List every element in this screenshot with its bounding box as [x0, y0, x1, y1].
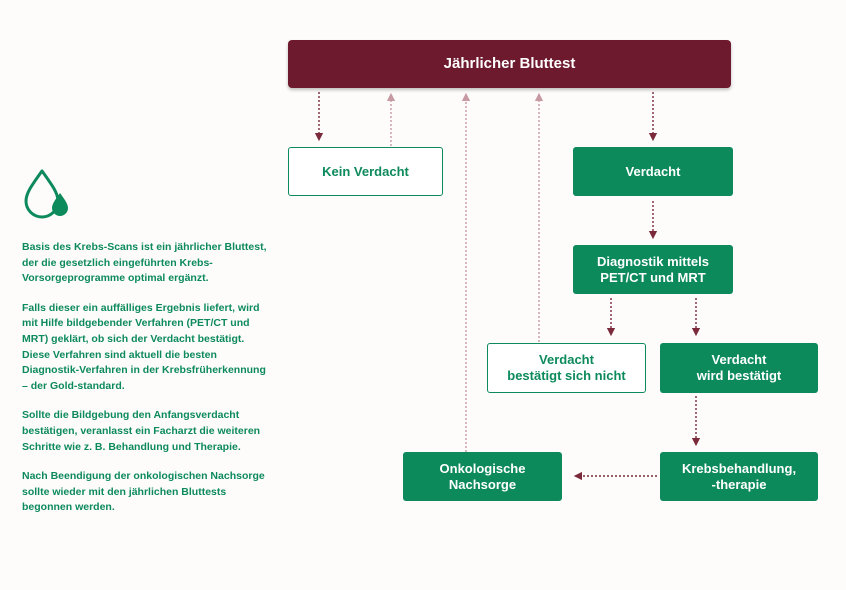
- suspicion-label: Verdacht: [625, 163, 681, 179]
- suspicion-confirmed-box: Verdacht wird bestätigt: [660, 343, 818, 393]
- aftercare-label-line2: Nachsorge: [448, 476, 517, 492]
- confirmed-label-line2: wird bestätigt: [696, 368, 782, 383]
- suspicion-not-confirmed-box: Verdacht bestätigt sich nicht: [487, 343, 646, 393]
- diagnostics-box: Diagnostik mittels PET/CT und MRT: [573, 245, 733, 294]
- not-confirmed-label-line2: bestätigt sich nicht: [507, 368, 626, 383]
- annual-blood-test-label: Jährlicher Bluttest: [443, 55, 576, 72]
- confirmed-label-line1: Verdacht: [711, 352, 767, 367]
- aftercare-label-line1: Onkologische: [439, 460, 526, 476]
- annual-blood-test-box: Jährlicher Bluttest: [288, 40, 731, 88]
- description-paragraph: Basis des Krebs-Scans ist ein jährlicher…: [22, 241, 267, 285]
- treatment-label-line1: Krebsbehandlung,: [681, 460, 797, 476]
- diagnostics-label-line1: Diagnostik mittels: [597, 253, 709, 269]
- no-suspicion-label: Kein Verdacht: [322, 163, 409, 179]
- oncological-aftercare-box: Onkologische Nachsorge: [403, 452, 562, 501]
- no-suspicion-box: Kein Verdacht: [288, 147, 443, 196]
- description-paragraph: Nach Beendigung der onkologischen Nachso…: [22, 470, 265, 514]
- water-drops-icon: [24, 169, 68, 219]
- diagnostics-label-line2: PET/CT und MRT: [600, 269, 706, 285]
- description-paragraph: Falls dieser ein auffälliges Ergebnis li…: [22, 301, 266, 392]
- description-text: Basis des Krebs-Scans ist ein jährlicher…: [22, 240, 272, 530]
- not-confirmed-label-line1: Verdacht: [539, 352, 594, 367]
- cancer-treatment-box: Krebsbehandlung, -therapie: [660, 452, 818, 501]
- treatment-label-line2: -therapie: [711, 476, 767, 492]
- description-paragraph: Sollte die Bildgebung den Anfangsverdach…: [22, 409, 261, 453]
- suspicion-box: Verdacht: [573, 147, 733, 196]
